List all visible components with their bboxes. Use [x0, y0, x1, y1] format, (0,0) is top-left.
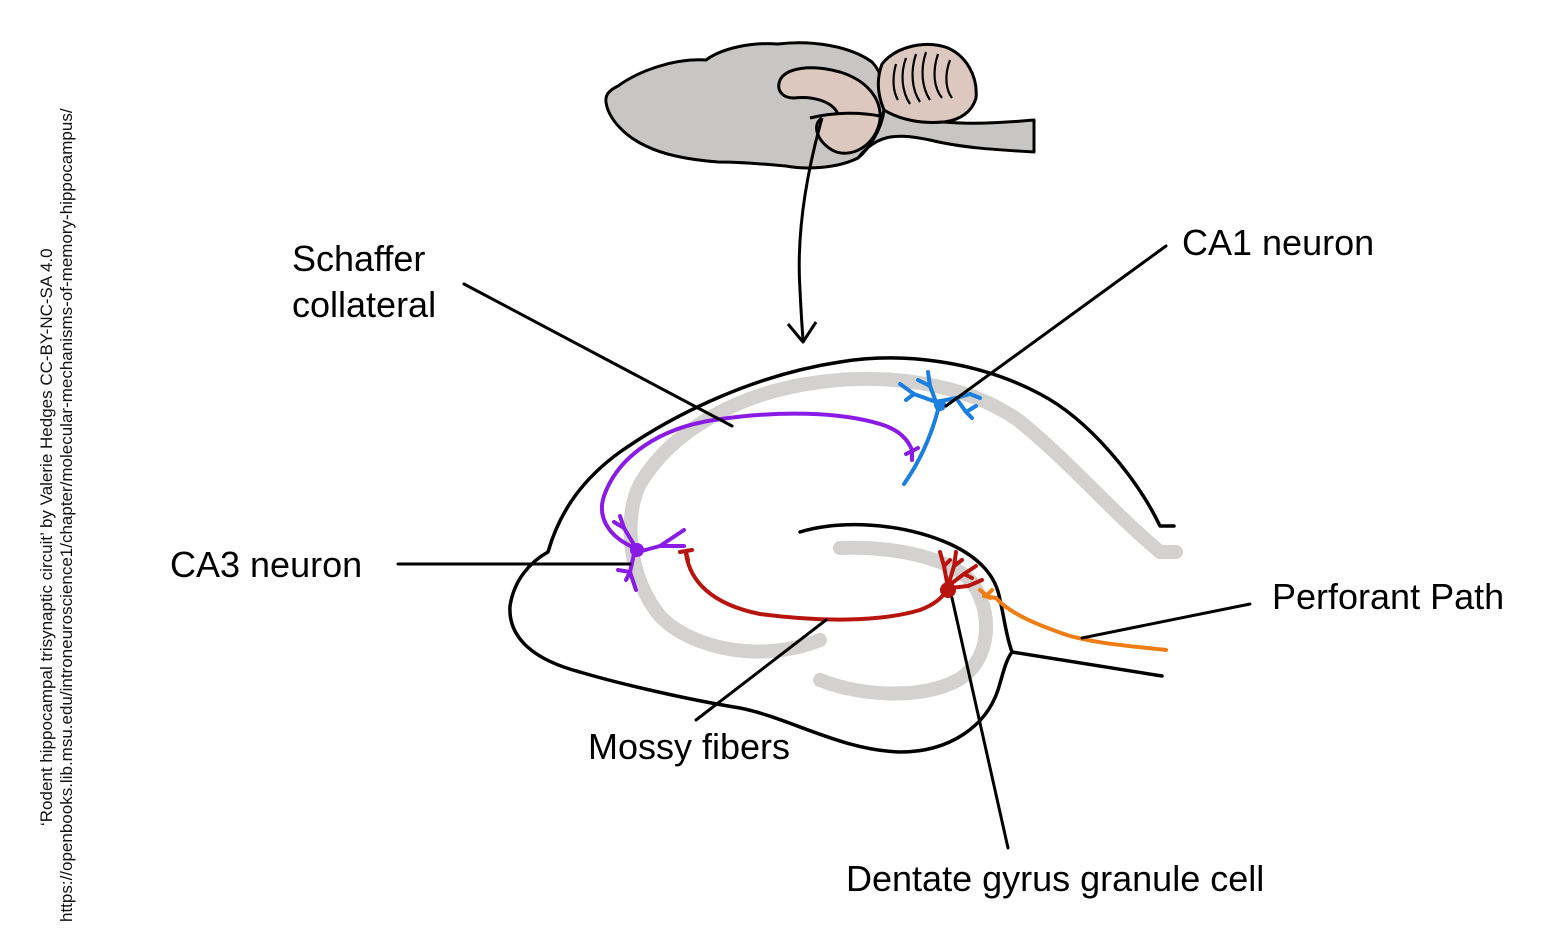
schaffer-leader	[462, 282, 734, 428]
brain-section-line	[809, 111, 881, 120]
perforant-leader	[1080, 602, 1252, 640]
hippocampus-outline	[508, 356, 1176, 754]
label-perforant-path: Perforant Path	[1272, 576, 1505, 617]
label-ca1-neuron: CA1 neuron	[1182, 222, 1375, 263]
mossy-terminal	[678, 548, 694, 562]
zoom-arrow-head	[786, 321, 818, 344]
cerebellum-folia	[892, 51, 953, 105]
ca1-soma	[934, 399, 946, 411]
label-schaffer-line1: Schaffer	[292, 238, 426, 279]
perforant-terminal	[978, 588, 994, 600]
ca3-soma	[630, 543, 644, 557]
dentate-leader	[950, 596, 1010, 850]
leader-lines	[396, 244, 1252, 850]
granule-soma	[940, 582, 956, 598]
label-ca3-neuron: CA3 neuron	[170, 544, 363, 585]
perforant-path-axon	[982, 594, 1168, 652]
dentate-inner-outline	[798, 522, 1014, 654]
schaffer-collateral-axon	[600, 411, 914, 552]
label-schaffer-line2: collateral	[292, 284, 437, 325]
rodent-brain	[604, 41, 1036, 170]
label-mossy-fibers: Mossy fibers	[588, 726, 791, 767]
mossy-leader	[694, 618, 828, 722]
zoom-arrow	[797, 117, 824, 341]
mossy-fiber-axon	[684, 552, 950, 622]
granule-layer	[813, 540, 994, 701]
schaffer-terminal	[904, 446, 920, 462]
label-dentate-granule-cell: Dentate gyrus granule cell	[846, 858, 1265, 899]
brain-stem	[856, 108, 1036, 160]
ca3-neuron	[612, 514, 686, 592]
pyramidal-layer	[623, 371, 1183, 659]
brain-hippocampus-outline	[777, 66, 882, 155]
ca1-leader	[944, 244, 1168, 408]
granule-cell	[938, 550, 984, 590]
credit-line2: https://openbooks.lib.msu.edu/introneuro…	[57, 108, 76, 922]
credit-line1: ‘Rodent hippocampal trisynaptic circuit’…	[37, 248, 56, 826]
